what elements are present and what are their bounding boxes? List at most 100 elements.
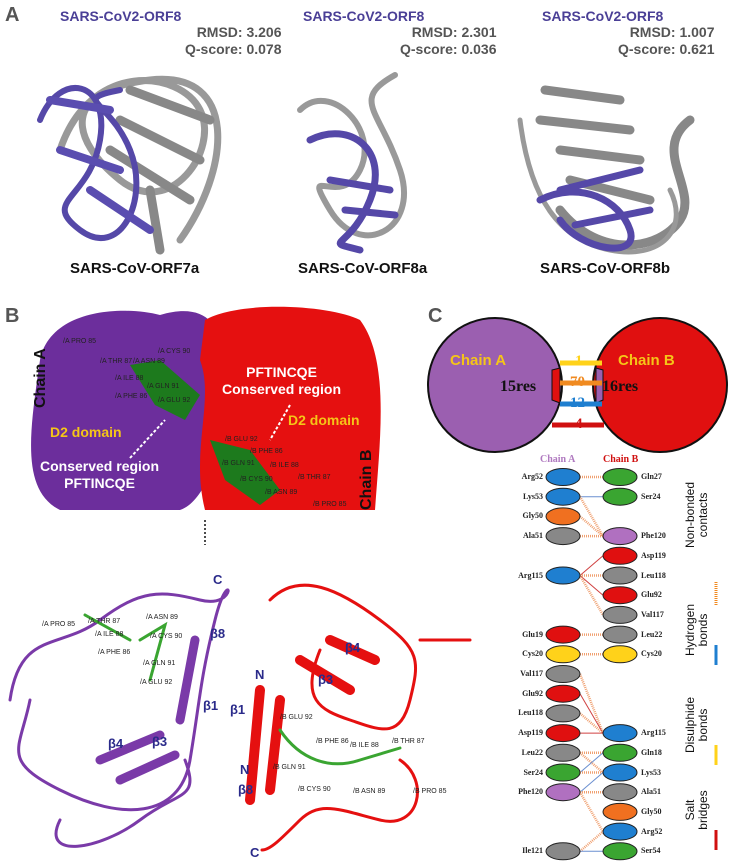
residue-label: /B ASN 89 <box>265 489 298 496</box>
surface-chain-a <box>31 310 221 510</box>
panel-label-a: A <box>5 4 20 26</box>
chain-a-circle <box>427 317 563 453</box>
strand-label: β3 <box>152 734 168 749</box>
residue-label: Ser24 <box>523 767 543 777</box>
structure-title: SARS-CoV2-ORF8 <box>542 8 664 24</box>
strand-label: N <box>240 762 250 777</box>
chain-a-residue-count: 15res <box>500 378 537 395</box>
residue-ellipse <box>602 487 638 506</box>
residue-ellipse <box>545 724 581 743</box>
chain-b-residue-count: 16res <box>602 378 639 395</box>
residue-label: Gly50 <box>522 511 543 521</box>
strand-label: β4 <box>345 640 361 655</box>
residue-label: /A GLN 91 <box>147 383 180 390</box>
residue-link <box>579 772 604 793</box>
residue-label: Leu22 <box>641 629 663 639</box>
residue-label: /A CYS 90 <box>158 348 191 355</box>
residue-ellipse <box>545 783 581 802</box>
strand-label: C <box>250 845 260 860</box>
residue-label: Val117 <box>641 609 664 619</box>
list-header-chain-b: Chain B <box>603 454 639 465</box>
disulphide-count: 1 <box>575 353 583 369</box>
ribbon-chain-a <box>8 588 230 848</box>
residue-label: /B GLN 91 <box>273 764 306 771</box>
residue-label: /B ILE 88 <box>350 742 379 749</box>
residue-label: /A PHE 86 <box>115 393 148 400</box>
residue-label: /A PRO 85 <box>42 621 76 628</box>
residue-link <box>579 555 604 576</box>
residue-link <box>578 574 605 616</box>
residue-ellipse <box>602 527 638 546</box>
residue-ellipse <box>602 645 638 664</box>
residue-label: /B GLU 92 <box>225 436 258 443</box>
structure-name: SARS-CoV-ORF8b <box>540 260 671 277</box>
residue-ellipse <box>602 783 638 802</box>
residue-label: /B PHE 86 <box>250 448 283 455</box>
d2-domain-label-a: D2 domain <box>50 424 122 440</box>
residue-ellipse <box>602 763 638 782</box>
residue-label: Leu118 <box>641 570 666 580</box>
conserved-patch-b <box>210 440 280 505</box>
residue-ellipse <box>545 842 581 861</box>
residue-label: /B PRO 85 <box>313 501 347 508</box>
residue-ellipse <box>545 763 581 782</box>
residue-label: Glu92 <box>641 590 662 600</box>
residue-label: /A THR 87 <box>100 358 133 365</box>
hbonds-count: 12 <box>570 395 585 411</box>
residue-label: Arg52 <box>641 826 663 836</box>
residue-label: /A ILE 88 <box>115 375 144 382</box>
residue-label: Cys20 <box>522 649 543 659</box>
residue-ellipse <box>602 546 638 565</box>
residue-label: /A ILE 88 <box>95 631 124 638</box>
arrow-b <box>269 404 291 441</box>
nonbonded-count: 70 <box>570 374 585 390</box>
strand-label: N <box>255 667 265 682</box>
chain-a-label: Chain A <box>32 348 49 408</box>
residue-label: Val117 <box>520 669 543 678</box>
strand-label: β8 <box>238 782 254 797</box>
residue-ellipse <box>545 566 581 585</box>
residue-label: /A PRO 85 <box>63 338 97 345</box>
residue-label: /A GLN 91 <box>143 660 176 667</box>
residue-label: Lys53 <box>522 491 543 501</box>
strand-label: β1 <box>230 702 246 717</box>
residue-ellipse <box>602 724 638 743</box>
structure-title: SARS-CoV2-ORF8 <box>60 8 182 24</box>
residue-label: /A ASN 89 <box>133 358 165 365</box>
residue-label: Arg52 <box>521 472 543 481</box>
structure-name: SARS-CoV-ORF7a <box>70 260 200 277</box>
residue-ellipse <box>602 842 638 861</box>
strand-label: C <box>213 572 223 587</box>
residue-label: /B THR 87 <box>298 474 331 481</box>
residue-label: /A GLU 92 <box>140 679 173 686</box>
residue-ellipses <box>545 468 638 861</box>
salt-count: 4 <box>575 416 583 432</box>
panel-label-c: C <box>428 305 443 327</box>
residue-label: /A PHE 86 <box>98 649 131 656</box>
residue-link <box>579 830 604 853</box>
arrow-a <box>129 419 166 459</box>
strand-label: β8 <box>210 626 226 641</box>
residue-label: Asp119 <box>641 550 666 560</box>
strand-label: β3 <box>318 672 334 687</box>
residue-ellipse <box>602 468 638 486</box>
residue-ellipse <box>545 684 581 703</box>
residue-label: Gln27 <box>641 472 662 481</box>
residue-ellipse <box>545 645 581 664</box>
residue-label: Leu22 <box>521 747 543 757</box>
residue-label: Ile121 <box>522 846 543 856</box>
residue-label: /B ASN 89 <box>353 788 386 795</box>
residue-ellipse <box>602 586 638 605</box>
chain-b-title: Chain B <box>618 352 675 369</box>
structure-orf7a <box>37 75 222 255</box>
residue-label: Gln18 <box>641 747 662 757</box>
residue-label: Cys20 <box>641 649 662 659</box>
d2-domain-label-b: D2 domain <box>288 412 360 428</box>
